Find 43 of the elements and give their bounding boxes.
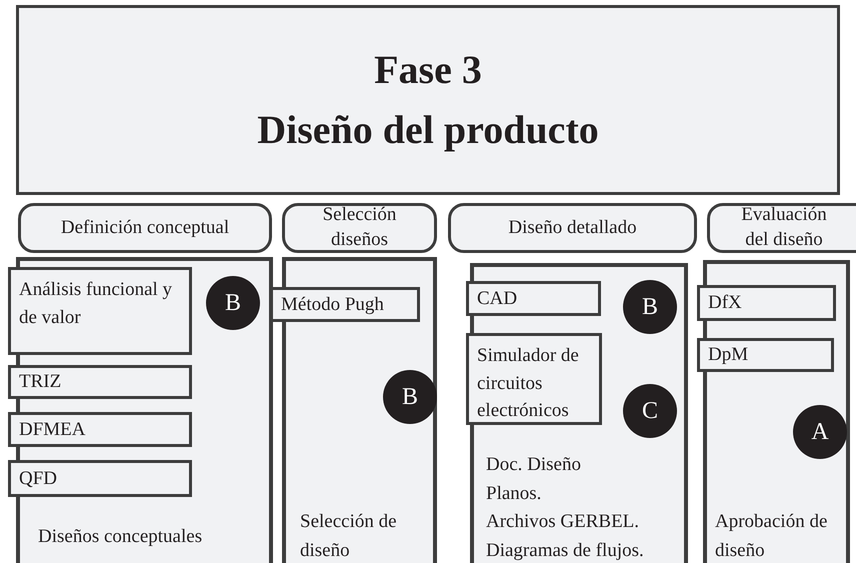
phase-header <box>707 203 856 253</box>
phase-header <box>18 203 272 253</box>
label-text: Selección diseños <box>322 203 398 252</box>
label-text: Evaluación del diseño <box>740 203 828 252</box>
category-badge <box>623 280 677 334</box>
tool-box <box>8 267 192 355</box>
badge-letter: B <box>402 383 418 412</box>
label-text: DpM <box>708 343 748 368</box>
label-text: QFD <box>19 466 58 491</box>
label-text: Definición conceptual <box>60 216 230 240</box>
label-text: Diseño detallado <box>508 216 637 240</box>
badge-letter: A <box>811 418 829 447</box>
tool-box <box>270 287 420 322</box>
label-text: TRIZ <box>19 370 62 394</box>
label-text: Simulador de circuitos electrónicos <box>477 344 580 424</box>
title-box <box>16 5 840 195</box>
badge-letter: C <box>642 397 658 426</box>
label-text: CAD <box>477 286 518 311</box>
tool-box <box>466 333 602 425</box>
output-text: Diseños conceptuales <box>38 524 204 548</box>
badge-letter: B <box>224 289 241 318</box>
category-badge <box>206 276 260 330</box>
tool-box <box>8 365 192 399</box>
label-text: Análisis funcional y de valor <box>19 278 174 330</box>
output-text: Selección de diseño <box>300 510 398 562</box>
badge-letter: B <box>642 293 658 322</box>
phase-header <box>448 203 697 253</box>
label-text: DFMEA <box>19 418 86 442</box>
tool-box <box>466 281 601 316</box>
phase-header <box>282 203 437 253</box>
output-text: Doc. Diseño Planos. Archivos GERBEL. Diagramas de flujos. <box>486 453 645 562</box>
column-panel <box>282 257 437 563</box>
label-text: DfX <box>708 291 742 316</box>
output-text: Aprobación de diseño <box>715 510 828 562</box>
tool-box <box>8 460 192 497</box>
tool-box <box>697 338 834 372</box>
category-badge <box>793 405 847 459</box>
tool-box <box>8 412 192 447</box>
category-badge <box>623 384 677 438</box>
tool-box <box>697 285 836 321</box>
title-text: Fase 3 Diseño del producto <box>257 46 599 154</box>
category-badge <box>383 370 437 424</box>
label-text: Método Pugh <box>281 292 384 317</box>
